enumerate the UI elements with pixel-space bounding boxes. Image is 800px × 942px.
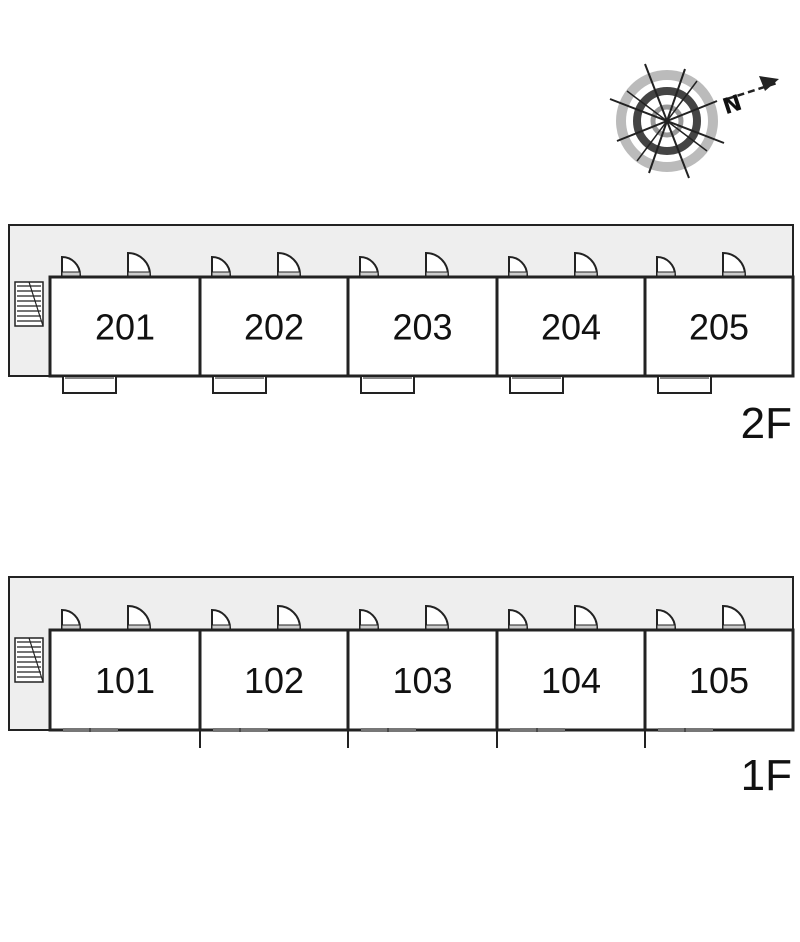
unit-201: 201 xyxy=(48,251,202,394)
door-icon xyxy=(61,604,152,630)
balcony-202 xyxy=(212,375,267,394)
door-icon xyxy=(359,604,450,630)
unit-label-204: 204 xyxy=(541,307,601,348)
window-105 xyxy=(658,728,713,732)
unit-label-105: 105 xyxy=(689,660,749,701)
stairs-2f-icon xyxy=(14,281,44,327)
unit-104: 104 xyxy=(495,604,647,732)
floor-label-2f: 2F xyxy=(741,399,792,448)
door-icon xyxy=(359,251,450,277)
window-104 xyxy=(510,728,565,732)
stairs-1f-icon xyxy=(14,637,44,683)
door-icon xyxy=(656,604,747,630)
door-icon xyxy=(508,251,599,277)
floor-2f-plan: 201 202 203 204 205 2F xyxy=(8,224,795,448)
unit-label-102: 102 xyxy=(244,660,304,701)
door-icon xyxy=(508,604,599,630)
unit-205: 205 xyxy=(643,251,795,394)
window-103 xyxy=(361,728,416,732)
unit-105: 105 xyxy=(643,604,795,732)
unit-label-201: 201 xyxy=(95,307,155,348)
unit-label-205: 205 xyxy=(689,307,749,348)
floor-label-1f: 1F xyxy=(741,751,792,800)
unit-label-104: 104 xyxy=(541,660,601,701)
unit-101: 101 xyxy=(48,604,202,732)
unit-204: 204 xyxy=(495,251,647,394)
unit-label-103: 103 xyxy=(392,660,452,701)
window-102 xyxy=(213,728,268,732)
balcony-205 xyxy=(657,375,712,394)
balcony-203 xyxy=(360,375,415,394)
balcony-201 xyxy=(62,375,117,394)
unit-label-202: 202 xyxy=(244,307,304,348)
door-icon xyxy=(656,251,747,277)
balcony-204 xyxy=(509,375,564,394)
unit-103: 103 xyxy=(346,604,499,732)
floor-1f-plan: 101 102 103 104 105 1F xyxy=(8,576,795,800)
door-icon xyxy=(61,251,152,277)
unit-label-203: 203 xyxy=(392,307,452,348)
door-icon xyxy=(211,251,302,277)
window-101 xyxy=(63,728,118,732)
unit-102: 102 xyxy=(198,604,350,732)
compass-icon xyxy=(609,63,779,179)
unit-label-101: 101 xyxy=(95,660,155,701)
unit-202: 202 xyxy=(198,251,350,394)
door-icon xyxy=(211,604,302,630)
